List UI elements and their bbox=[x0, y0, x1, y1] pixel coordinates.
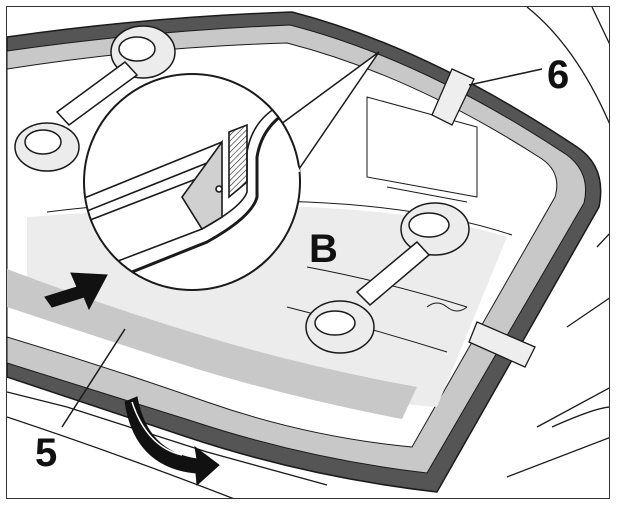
suction-cup-lifter-icon-right bbox=[305, 202, 470, 354]
callout-label-b: B bbox=[309, 227, 338, 271]
leader-line-5 bbox=[61, 328, 126, 428]
callout-label-5: 5 bbox=[35, 431, 58, 475]
callout-label-6: 6 bbox=[547, 53, 570, 97]
curved-arrow-icon bbox=[124, 396, 220, 487]
adhesive-tape-icon bbox=[431, 68, 475, 126]
detail-magnifier-icon bbox=[83, 51, 380, 291]
leader-line-6 bbox=[468, 68, 543, 86]
glass-lower-band bbox=[7, 269, 417, 419]
windshield-installation-diagram: 6 5 B bbox=[6, 6, 610, 499]
diagram-drawing bbox=[7, 7, 609, 498]
adhesive-tape-icon-lower bbox=[468, 321, 536, 368]
suction-cup-lifter-icon bbox=[14, 25, 176, 172]
push-arrow-icon bbox=[44, 272, 108, 311]
